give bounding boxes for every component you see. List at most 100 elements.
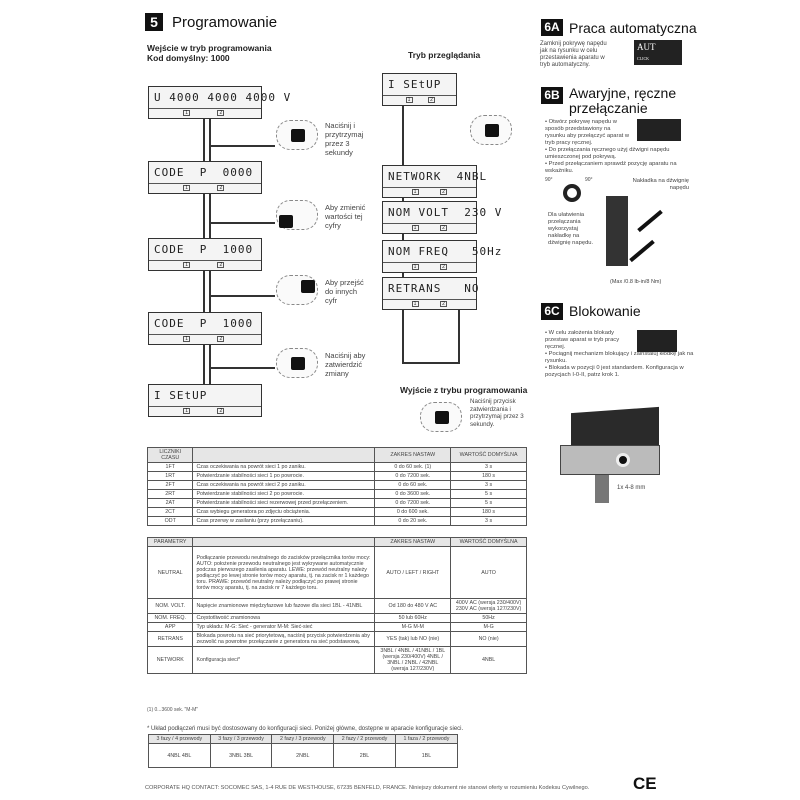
manual-mode-image [637, 119, 681, 141]
section-number: 6B [541, 87, 563, 104]
table-cell: 180 s [450, 507, 527, 517]
lever-icon [629, 239, 655, 263]
network-cell: 4NBL 4BL [148, 743, 211, 768]
keypad-icon [470, 115, 512, 145]
lcd-button-2: 2 [217, 185, 225, 191]
table-cell: M-G M-M [374, 622, 452, 632]
table-cell: 5 s [450, 498, 527, 508]
table-cell: 0 do 20 sek. [374, 516, 452, 526]
column-header: WARTOŚĆ DOMYŚLNA [450, 447, 527, 463]
lever-icon [637, 209, 663, 233]
table-row: NOM. VOLT.Napięcie znamionowe międzyfazo… [146, 598, 527, 614]
lcd-button-1: 1 [411, 301, 419, 307]
network-header: 3 fazy / 3 przewody [209, 734, 273, 744]
exit-title: Wyjście z trybu programowania [400, 385, 528, 395]
table-cell: Podłączanie przewodu neutralnego do zaci… [192, 546, 376, 599]
entry-code: Kod domyślny: 1000 [147, 53, 230, 63]
table-cell: NETWORK [146, 646, 194, 674]
bullet: Blokada w pozycji 0 jest standardem. Kon… [545, 365, 695, 379]
bullet: W celu założenia blokady przestaw aparat… [545, 330, 630, 351]
padlock-size: 1x 4-8 mm [617, 485, 646, 491]
lcd-button-1: 1 [411, 264, 419, 270]
bullet: Przed przełączaniem sprawdź pozycję apar… [545, 161, 695, 175]
table-cell: NO (nie) [450, 631, 527, 647]
bullet: Do przełączania ręcznego użyj dźwigni na… [545, 147, 695, 161]
section-text: Zamknij pokrywę napędu jak na rysunku w … [540, 41, 607, 68]
table-cell: 2RT [146, 489, 194, 499]
ce-mark: CE [633, 774, 657, 793]
lcd-button-1: 1 [411, 189, 419, 195]
browse-title: Tryb przeglądania [408, 50, 481, 60]
network-cell: 2NBL [271, 743, 335, 768]
lcd-text: I SEtUP [149, 385, 261, 407]
lcd-button-1: 1 [183, 408, 191, 414]
lcd-text: CODE P 1000 [149, 313, 261, 335]
lcd-button-2: 2 [217, 110, 225, 116]
padlock-device-base [560, 445, 660, 475]
lcd-text: CODE P 0000 [149, 162, 261, 184]
table-cell: 3 s [450, 462, 527, 472]
table-cell: NOM. FREQ. [146, 613, 194, 623]
lcd-button-2: 2 [440, 301, 447, 307]
bullet-list: W celu założenia blokady przestaw aparat… [545, 330, 695, 379]
table-cell: 2AT [146, 498, 194, 508]
device-image [606, 196, 628, 266]
table-cell: Czas wybiegu generatora po zdjęciu obcią… [192, 507, 376, 517]
network-header: 3 fazy / 4 przewody [148, 734, 211, 744]
lock-image [637, 330, 677, 352]
keypad-icon [276, 200, 318, 230]
table-cell: NOM. VOLT. [146, 598, 194, 614]
network-header: 2 fazy / 2 przewody [333, 734, 396, 744]
lcd-text: NOM VOLT 230 V [383, 202, 501, 224]
lcd-text: NOM FREQ 50Hz [383, 241, 501, 263]
lcd-button-1: 1 [183, 110, 191, 116]
table-cell: 0 do 600 sek. [374, 507, 452, 517]
network-cell: 3NBL 3BL [209, 743, 273, 768]
aut-label: AUT [637, 42, 656, 52]
column-header: WARTOŚĆ DOMYŚLNA [450, 537, 527, 547]
lcd-button-1: 1 [183, 336, 191, 342]
keypad-icon [276, 120, 318, 150]
angle-label: 90° [545, 177, 553, 183]
table-cell: Konfiguracja sieci* [192, 646, 376, 674]
table-cell: YES (tak) lub NO (nie) [374, 631, 452, 647]
lcd-button-2: 2 [217, 262, 225, 268]
lcd-button-2: 2 [440, 225, 447, 231]
padlock-knob-icon [616, 453, 630, 467]
table-cell: 2CT [146, 507, 194, 517]
network-cell: 1BL [394, 743, 459, 768]
network-header: 2 fazy / 3 przewody [271, 734, 335, 744]
table-cell: 0 do 3600 sek. [374, 489, 452, 499]
table-cell: 2FT [146, 480, 194, 490]
lcd-button-1: 1 [183, 185, 191, 191]
table-cell: AUTO / LEFT / RIGHT [374, 546, 452, 599]
table-cell: ODT [146, 516, 194, 526]
table-cell: 50 lub 60Hz [374, 613, 452, 623]
table-cell: Potwierdzanie stabilności sieci rezerwow… [192, 498, 376, 508]
